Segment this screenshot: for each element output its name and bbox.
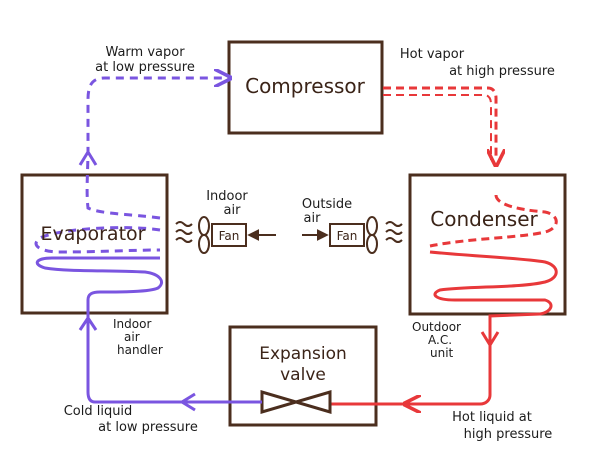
indoor-fan-label: Fan	[219, 229, 240, 243]
warm-vapor-line1: Warm vapor	[105, 45, 185, 60]
indoor-fan-blade-icon	[198, 216, 210, 254]
condenser-label: Condenser	[430, 207, 538, 231]
outside-air-label-line1: Outside	[302, 197, 352, 212]
warm-vapor-line2: at low pressure	[95, 60, 195, 75]
compressor-label: Compressor	[245, 74, 366, 98]
outside-air-label-line2: air	[304, 211, 322, 226]
liquid-arrow-up	[78, 315, 98, 331]
hot-vapor-line2: at high pressure	[449, 64, 555, 79]
expansion-label-line2: valve	[280, 365, 326, 385]
expansion-valve-symbol	[260, 389, 332, 415]
indoor-handler-line2: air	[124, 330, 140, 344]
indoor-airflow-icon	[175, 221, 193, 243]
hot-vapor-line1: Hot vapor	[400, 47, 465, 62]
outdoor-unit-line2: A.C.	[428, 333, 452, 347]
outdoor-unit-line3: unit	[430, 346, 454, 360]
vapor-line-high-pressure	[383, 86, 496, 160]
outdoor-fan-label: Fan	[337, 229, 358, 243]
indoor-fan-box	[211, 223, 247, 247]
vapor-line-low-pressure-top	[85, 78, 225, 220]
condenser-coil-dashed	[429, 194, 558, 248]
liquid-arrow-down	[480, 331, 500, 348]
indoor-handler-line3: handler	[117, 343, 163, 357]
vapor-arrow-up	[78, 149, 98, 166]
indoor-air-label-line2: air	[224, 203, 242, 218]
compressor-box	[227, 40, 384, 135]
indoor-handler-line1: Indoor	[113, 317, 151, 331]
liquid-arrow-left	[179, 392, 196, 412]
outdoor-unit-line1: Outdoor	[412, 320, 461, 334]
cold-liquid-line2: at low pressure	[98, 420, 198, 435]
outdoor-fan-blade-icon	[366, 216, 378, 254]
outdoor-airflow-icon	[385, 221, 403, 243]
hot-liquid-line1: Hot liquid at	[452, 410, 532, 425]
expansion-label-line1: Expansion	[259, 344, 347, 364]
liquid-line-low-pressure	[35, 256, 262, 404]
evaporator-box	[20, 173, 169, 315]
condenser-coil-solid	[410, 250, 558, 404]
condenser-box	[408, 173, 567, 316]
outdoor-fan-box	[329, 223, 365, 247]
vapor-line-high-pressure-2	[383, 94, 492, 160]
cold-liquid-line1: Cold liquid	[64, 404, 133, 419]
expansion-valve-box	[228, 325, 378, 427]
vapor-line-low-pressure	[34, 226, 161, 254]
indoor-air-label-line1: Indoor	[206, 189, 248, 204]
hot-liquid-line2: high pressure	[464, 427, 553, 442]
evaporator-label: Evaporator	[41, 223, 146, 245]
